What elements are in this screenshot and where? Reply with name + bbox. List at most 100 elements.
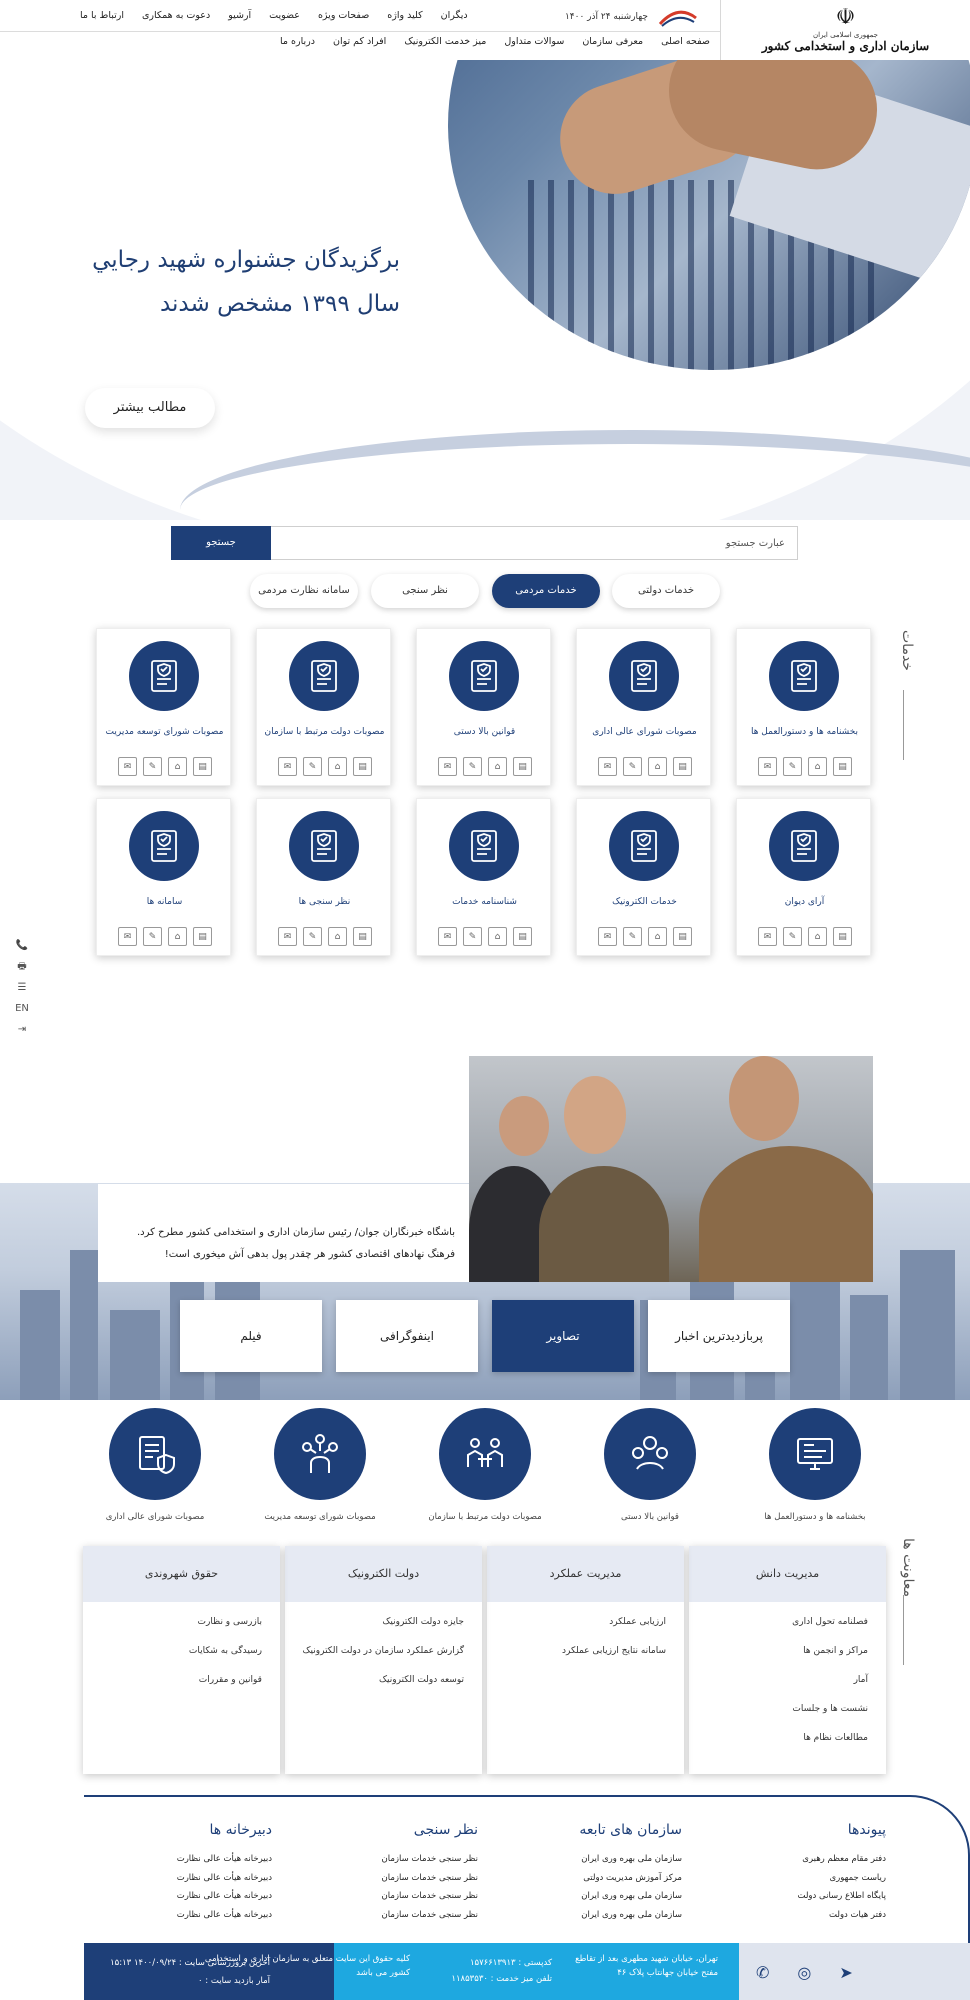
quick-link-higher-laws[interactable]: قوانین بالا دستی bbox=[575, 1408, 725, 1528]
service-edit-icon[interactable]: ✎ bbox=[783, 927, 802, 946]
service-card[interactable]: آرای دیوان▤⌂✎✉ bbox=[736, 798, 871, 956]
service-mail-icon[interactable]: ✉ bbox=[278, 927, 297, 946]
deputy-link[interactable]: جایزه دولت الکترونیک bbox=[382, 1617, 464, 1627]
service-info-icon[interactable]: ▤ bbox=[673, 927, 692, 946]
deputy-link[interactable]: مطالعات نظام ها bbox=[803, 1733, 868, 1743]
service-edit-icon[interactable]: ✎ bbox=[303, 927, 322, 946]
news-caption-box[interactable]: باشگاه خبرنگاران جوان/ رئیس سازمان اداری… bbox=[98, 1184, 469, 1282]
service-card[interactable]: بخشنامه ها و دستورالعمل ها▤⌂✎✉ bbox=[736, 628, 871, 786]
instagram-icon[interactable]: ◎ bbox=[797, 1963, 812, 1982]
service-card[interactable]: سامانه ها▤⌂✎✉ bbox=[96, 798, 231, 956]
service-info-icon[interactable]: ▤ bbox=[193, 757, 212, 776]
service-edit-icon[interactable]: ✎ bbox=[783, 757, 802, 776]
telegram-icon[interactable]: ➤ bbox=[839, 1963, 853, 1982]
tab-government-services[interactable]: خدمات دولتی bbox=[612, 574, 720, 608]
service-edit-icon[interactable]: ✎ bbox=[463, 927, 482, 946]
deputy-link[interactable]: فصلنامه تحول اداری bbox=[792, 1617, 868, 1627]
toplink-special-pages[interactable]: صفحات ویژه bbox=[317, 10, 370, 21]
service-edit-icon[interactable]: ✎ bbox=[463, 757, 482, 776]
rss-icon[interactable]: ☰ bbox=[17, 982, 27, 993]
search-input[interactable]: عبارت جستجو bbox=[270, 526, 798, 560]
deputy-link[interactable]: ارزیابی عملکرد bbox=[609, 1617, 666, 1627]
tab-infographics[interactable]: اینفوگرافی bbox=[336, 1300, 478, 1372]
service-mail-icon[interactable]: ✉ bbox=[598, 927, 617, 946]
footer-link[interactable]: پایگاه اطلاع رسانی دولت bbox=[797, 1891, 886, 1901]
service-card[interactable]: نظر سنجی ها▤⌂✎✉ bbox=[256, 798, 391, 956]
toplink-archive[interactable]: آرشیو bbox=[228, 10, 252, 21]
service-card[interactable]: قوانین بالا دستی▤⌂✎✉ bbox=[416, 628, 551, 786]
footer-link[interactable]: نظر سنجی خدمات سازمان bbox=[381, 1909, 478, 1920]
service-mail-icon[interactable]: ✉ bbox=[758, 757, 777, 776]
deputy-link[interactable]: نشست ها و جلسات bbox=[792, 1704, 868, 1714]
tab-public-services[interactable]: خدمات مردمی bbox=[492, 574, 600, 608]
service-home-icon[interactable]: ⌂ bbox=[168, 757, 187, 776]
service-card[interactable]: خدمات الکترونیک▤⌂✎✉ bbox=[576, 798, 711, 956]
quick-link-mgmt-council[interactable]: مصوبات شورای توسعه مدیریت bbox=[245, 1408, 395, 1528]
deputy-link[interactable]: توسعه دولت الکترونیک bbox=[378, 1675, 464, 1685]
footer-link[interactable]: نظر سنجی خدمات سازمان bbox=[381, 1872, 478, 1883]
service-edit-icon[interactable]: ✎ bbox=[623, 757, 642, 776]
service-mail-icon[interactable]: ✉ bbox=[438, 927, 457, 946]
service-info-icon[interactable]: ▤ bbox=[513, 927, 532, 946]
quick-link-circulars[interactable]: بخشنامه ها و دستورالعمل ها bbox=[740, 1408, 890, 1528]
service-info-icon[interactable]: ▤ bbox=[833, 927, 852, 946]
service-info-icon[interactable]: ▤ bbox=[353, 927, 372, 946]
service-edit-icon[interactable]: ✎ bbox=[143, 757, 162, 776]
service-mail-icon[interactable]: ✉ bbox=[278, 757, 297, 776]
tab-photos[interactable]: تصاویر bbox=[492, 1300, 634, 1372]
phone-icon[interactable]: 📞 bbox=[15, 940, 29, 951]
toplink-contact[interactable]: ارتباط با ما bbox=[80, 10, 124, 21]
toplink-membership[interactable]: عضویت bbox=[269, 10, 300, 21]
deputy-link[interactable]: گزارش عملکرد سازمان در دولت الکترونیک bbox=[302, 1646, 465, 1656]
footer-link[interactable]: سازمان ملی بهره وری ایران bbox=[581, 1854, 682, 1864]
footer-link[interactable]: دبیرخانه هیأت عالی نظارت bbox=[176, 1891, 272, 1901]
service-mail-icon[interactable]: ✉ bbox=[598, 757, 617, 776]
quick-link-admin-council[interactable]: مصوبات شورای عالی اداری bbox=[80, 1408, 230, 1528]
footer-link[interactable]: ریاست جمهوری bbox=[829, 1872, 886, 1883]
service-home-icon[interactable]: ⌂ bbox=[648, 927, 667, 946]
service-mail-icon[interactable]: ✉ bbox=[118, 757, 137, 776]
footer-link[interactable]: نظر سنجی خدمات سازمان bbox=[381, 1891, 478, 1901]
deputy-link[interactable]: بازرسی و نظارت bbox=[197, 1617, 263, 1627]
english-language-link[interactable]: EN bbox=[15, 1003, 29, 1014]
service-home-icon[interactable]: ⌂ bbox=[328, 927, 347, 946]
tab-surveys[interactable]: نظر سنجی bbox=[371, 574, 479, 608]
footer-link[interactable]: دفتر مقام معظم رهبری bbox=[802, 1854, 886, 1864]
quick-link-gov-approvals[interactable]: مصوبات دولت مرتبط با سازمان bbox=[410, 1408, 560, 1528]
tab-public-monitoring[interactable]: سامانه نظارت مردمی bbox=[250, 574, 358, 608]
service-home-icon[interactable]: ⌂ bbox=[808, 757, 827, 776]
whatsapp-icon[interactable]: ✆ bbox=[756, 1963, 770, 1982]
service-home-icon[interactable]: ⌂ bbox=[328, 757, 347, 776]
service-mail-icon[interactable]: ✉ bbox=[758, 927, 777, 946]
footer-link[interactable]: نظر سنجی خدمات سازمان bbox=[381, 1854, 478, 1864]
service-card[interactable]: مصوبات شورای توسعه مدیریت▤⌂✎✉ bbox=[96, 628, 231, 786]
service-info-icon[interactable]: ▤ bbox=[673, 757, 692, 776]
nav-disabled[interactable]: افراد کم توان bbox=[332, 36, 387, 47]
nav-e-service-desk[interactable]: میز خدمت الکترونیک bbox=[404, 36, 487, 47]
service-mail-icon[interactable]: ✉ bbox=[118, 927, 137, 946]
more-button[interactable]: مطالب بیشتر bbox=[85, 388, 215, 428]
footer-link[interactable]: دبیرخانه هیأت عالی نظارت bbox=[176, 1854, 272, 1864]
deputy-link[interactable]: رسیدگی به شکایات bbox=[188, 1646, 262, 1656]
toplink-careers[interactable]: دعوت به همکاری bbox=[141, 10, 211, 21]
tab-most-visited-news[interactable]: پربازدیدترین اخبار bbox=[648, 1300, 790, 1372]
nav-about-org[interactable]: معرفی سازمان bbox=[582, 36, 644, 47]
service-home-icon[interactable]: ⌂ bbox=[488, 927, 507, 946]
service-card[interactable]: شناسنامه خدمات▤⌂✎✉ bbox=[416, 798, 551, 956]
site-logo[interactable]: ☫ جمهوری اسلامی ایران سازمان اداری و است… bbox=[720, 0, 970, 60]
service-home-icon[interactable]: ⌂ bbox=[168, 927, 187, 946]
service-card[interactable]: مصوبات شورای عالی اداری▤⌂✎✉ bbox=[576, 628, 711, 786]
footer-link[interactable]: دبیرخانه هیأت عالی نظارت bbox=[176, 1872, 272, 1883]
service-edit-icon[interactable]: ✎ bbox=[303, 757, 322, 776]
service-info-icon[interactable]: ▤ bbox=[833, 757, 852, 776]
deputy-link[interactable]: مراکز و انجمن ها bbox=[803, 1646, 868, 1656]
service-edit-icon[interactable]: ✎ bbox=[143, 927, 162, 946]
service-home-icon[interactable]: ⌂ bbox=[488, 757, 507, 776]
service-info-icon[interactable]: ▤ bbox=[193, 927, 212, 946]
footer-link[interactable]: سازمان ملی بهره وری ایران bbox=[581, 1909, 682, 1920]
nav-about-us[interactable]: درباره ما bbox=[280, 36, 315, 47]
service-home-icon[interactable]: ⌂ bbox=[648, 757, 667, 776]
service-info-icon[interactable]: ▤ bbox=[353, 757, 372, 776]
deputy-link[interactable]: قوانین و مقررات bbox=[198, 1675, 262, 1685]
deputy-link[interactable]: سامانه نتایج ارزیابی عملکرد bbox=[562, 1646, 666, 1656]
